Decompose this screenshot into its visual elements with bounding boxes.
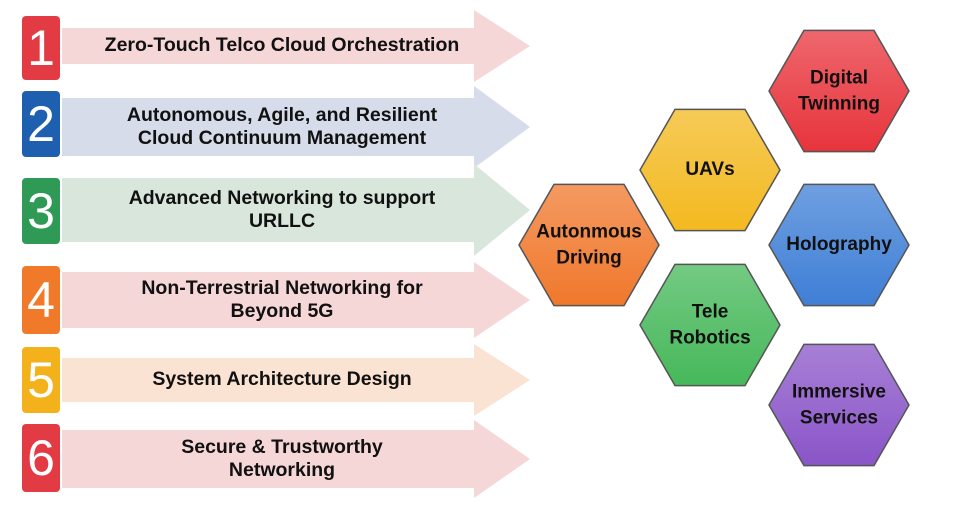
hexagon-label: UAVs — [685, 159, 735, 181]
item-number-badge: 2 — [22, 91, 60, 157]
hexagon — [768, 29, 910, 153]
hexagon-label: Digital Twinning — [798, 67, 880, 114]
hexagon-label: Tele Robotics — [669, 301, 751, 348]
item-label: Secure & Trustworthy Networking — [181, 435, 383, 481]
list-item: 3 Advanced Networking to support URLLC — [0, 164, 530, 256]
hexagon — [768, 343, 910, 467]
item-label: Advanced Networking to support URLLC — [128, 186, 436, 232]
list-item: 4 Non-Terrestrial Networking for Beyond … — [0, 262, 530, 338]
hexagon — [639, 108, 781, 232]
item-number-badge: 5 — [22, 347, 60, 413]
list-item: 6 Secure & Trustworthy Networking — [0, 420, 530, 498]
item-arrow: Zero-Touch Telco Cloud Orchestration — [62, 10, 530, 82]
item-arrow: Advanced Networking to support URLLC — [62, 164, 530, 256]
item-arrow: Secure & Trustworthy Networking — [62, 420, 530, 498]
hexagon-label: Holography — [786, 234, 892, 256]
item-label: System Architecture Design — [152, 368, 412, 391]
item-label: Zero-Touch Telco Cloud Orchestration — [104, 34, 460, 57]
item-arrow: Autonomous, Agile, and Resilient Cloud C… — [62, 86, 530, 168]
hexagon — [518, 183, 660, 307]
list-item: 5 System Architecture Design — [0, 344, 530, 416]
item-number-badge: 6 — [22, 424, 60, 492]
hexagon-label: Immersive Services — [791, 381, 886, 428]
hexagon-label: Autonmous Driving — [536, 221, 642, 268]
item-arrow: System Architecture Design — [62, 344, 530, 416]
hexagon — [768, 183, 910, 307]
item-number-badge: 1 — [22, 16, 60, 80]
list-item: 1 Zero-Touch Telco Cloud Orchestration — [0, 10, 530, 82]
item-label: Autonomous, Agile, and Resilient Cloud C… — [126, 103, 438, 149]
item-arrow: Non-Terrestrial Networking for Beyond 5G — [62, 262, 530, 338]
item-number-badge: 4 — [22, 266, 60, 334]
list-item: 2 Autonomous, Agile, and Resilient Cloud… — [0, 86, 530, 168]
hexagon — [639, 263, 781, 387]
item-label: Non-Terrestrial Networking for Beyond 5G — [141, 276, 423, 322]
item-number-badge: 3 — [22, 178, 60, 244]
